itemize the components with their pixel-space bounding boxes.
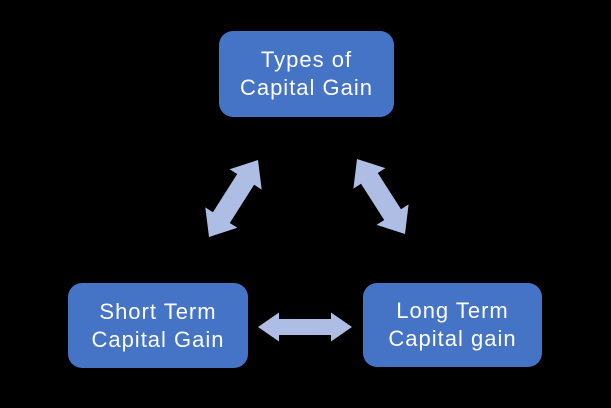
double-arrow-types-long <box>353 159 409 234</box>
double-arrow-short-long <box>258 312 352 342</box>
node-short-term-capital-gain: Short Term Capital Gain <box>68 283 248 368</box>
node-label-long-term-capital-gain: Long Term Capital gain <box>388 298 517 351</box>
node-types-of-capital-gain: Types of Capital Gain <box>219 31 394 117</box>
node-label-short-term-capital-gain: Short Term Capital Gain <box>91 298 225 352</box>
node-label-types-of-capital-gain: Types of Capital Gain <box>239 47 374 100</box>
double-arrow-types-short <box>205 160 262 237</box>
node-long-term-capital-gain: Long Term Capital gain <box>363 283 542 367</box>
